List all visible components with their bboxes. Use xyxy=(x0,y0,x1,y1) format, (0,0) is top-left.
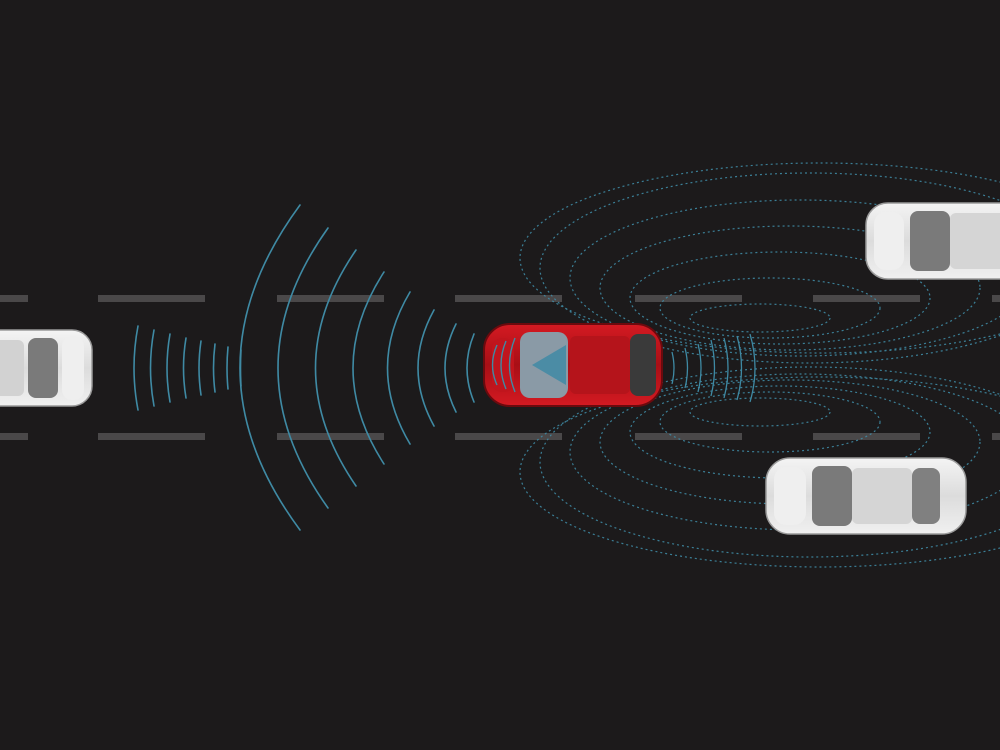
front-camera-arcs xyxy=(133,325,242,411)
white-car-top-view-icon xyxy=(765,457,967,535)
ego-vehicle xyxy=(483,323,663,407)
white-car-top-view-icon xyxy=(0,329,93,407)
vehicle-ahead xyxy=(0,329,93,407)
upper-lane-line xyxy=(0,295,1000,302)
white-car-top-view-icon xyxy=(865,202,1000,280)
rear-sensor-arcs xyxy=(671,333,756,403)
vehicle-upper-right xyxy=(865,202,1000,280)
radar-field-upper xyxy=(519,162,1000,364)
lower-lane-line xyxy=(0,433,1000,440)
lane-markings xyxy=(0,295,1000,440)
vehicle-lower-right xyxy=(765,457,967,535)
red-car-top-view-icon xyxy=(483,323,663,407)
